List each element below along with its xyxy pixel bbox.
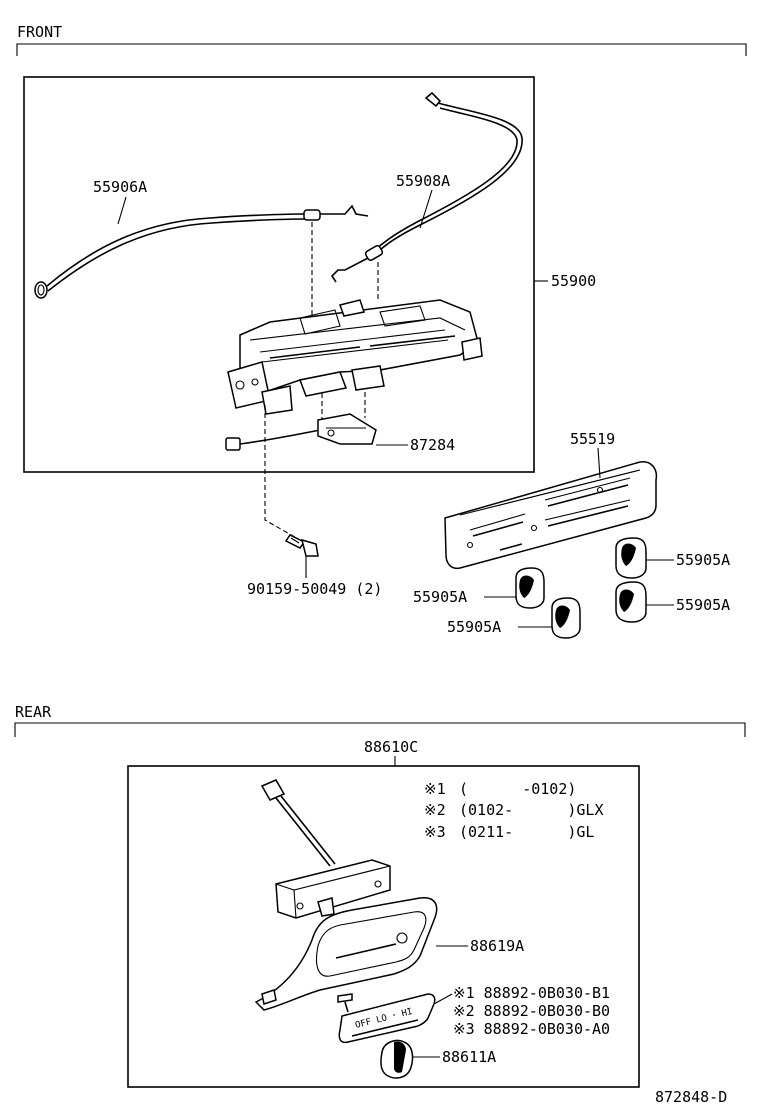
section-rear-bracket bbox=[14, 722, 746, 737]
label-knob-right-top: 55905A bbox=[676, 551, 730, 569]
leader-plate bbox=[433, 993, 453, 1005]
label-knob-left-bottom: 55905A bbox=[447, 618, 501, 636]
label-knob-left-mid: 55905A bbox=[413, 588, 467, 606]
note-3-mark: ※3 bbox=[424, 823, 446, 841]
rear-screw bbox=[337, 993, 353, 1013]
label-55908A: 55908A bbox=[396, 172, 450, 190]
screw-90159 bbox=[284, 534, 319, 557]
knob-88611A bbox=[380, 1039, 414, 1079]
knob-55905A-left-bottom bbox=[551, 597, 581, 639]
indicator-plate: OFF LO ･ HI bbox=[338, 993, 436, 1044]
note-2-mark: ※2 bbox=[424, 801, 446, 819]
knob-55905A-left-mid bbox=[515, 567, 545, 609]
note-3-text: (0211- )GL bbox=[459, 823, 594, 841]
label-55906A: 55906A bbox=[93, 178, 147, 196]
plate-variant-1: ※1 88892-0B030-B1 bbox=[453, 984, 610, 1002]
cable-55906A bbox=[34, 204, 369, 299]
label-87284: 87284 bbox=[410, 436, 455, 454]
note-1-text: ( -0102) bbox=[459, 780, 576, 798]
label-88611A: 88611A bbox=[442, 1048, 496, 1066]
section-front-label: FRONT bbox=[17, 23, 62, 41]
rear-bezel-88619A bbox=[254, 897, 438, 1011]
plate-variant-2: ※2 88892-0B030-B0 bbox=[453, 1002, 610, 1020]
plate-variant-3: ※3 88892-0B030-A0 bbox=[453, 1020, 610, 1038]
section-rear-label: REAR bbox=[15, 703, 52, 721]
leader-55908A bbox=[419, 189, 433, 229]
label-90159: 90159-50049 (2) bbox=[247, 580, 382, 598]
cable-55908A bbox=[330, 91, 523, 283]
label-55519: 55519 bbox=[570, 430, 615, 448]
rear-control-module bbox=[275, 859, 391, 919]
diagram-id: 872848-D bbox=[655, 1088, 727, 1106]
label-55900: 55900 bbox=[551, 272, 596, 290]
leader-55906A bbox=[117, 196, 127, 225]
note-1-mark: ※1 bbox=[424, 780, 446, 798]
harness-87284 bbox=[225, 413, 377, 451]
knob-55905A-right-bottom bbox=[615, 581, 647, 623]
label-88610C: 88610C bbox=[364, 738, 418, 756]
control-panel-55519 bbox=[444, 461, 658, 570]
dash-screw bbox=[264, 405, 301, 541]
label-88619A: 88619A bbox=[470, 937, 524, 955]
section-front-bracket bbox=[16, 43, 747, 56]
knob-55905A-right-top bbox=[615, 537, 647, 579]
heater-control-housing bbox=[227, 299, 483, 415]
assembly-55900-box bbox=[23, 76, 535, 473]
assembly-88610C-box bbox=[127, 765, 640, 1088]
leader-55519 bbox=[597, 447, 601, 479]
rear-connector bbox=[260, 779, 336, 867]
note-2-text: (0102- )GLX bbox=[459, 801, 604, 819]
label-knob-right-bottom: 55905A bbox=[676, 596, 730, 614]
